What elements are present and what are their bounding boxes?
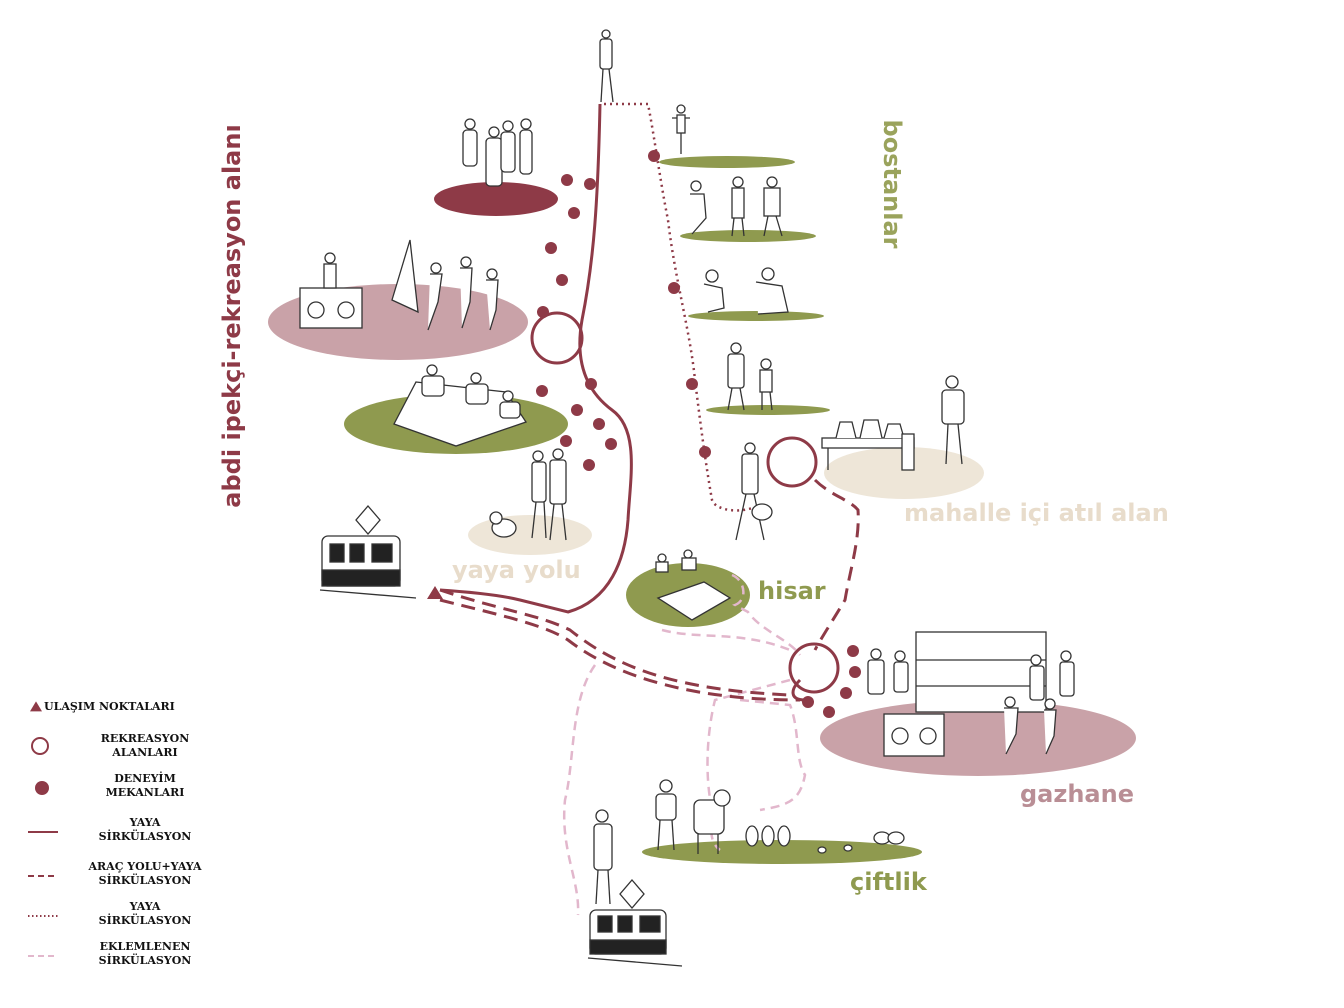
legend-label: DENEYİM [114, 772, 176, 785]
legend-label: YAYA [129, 900, 161, 913]
legend-label: REKREASYON [100, 732, 190, 745]
legend-label-2: SİRKÜLASYON [98, 874, 192, 887]
picnic-figures [393, 364, 528, 447]
solid-line-icon [28, 831, 58, 833]
dotted-circulation [604, 102, 761, 512]
bostan-ellipse-2 [680, 230, 816, 242]
triangle-icon [30, 701, 42, 712]
sketch-figures [299, 29, 1075, 967]
legend-label: EKLEMLENEN [99, 940, 191, 953]
vehicle-pedestrian-circulation [439, 478, 860, 702]
legend-item-vehicle: ARAÇ YOLU+YAYA SİRKÜLASYON [22, 858, 222, 894]
walker-figure [599, 29, 614, 103]
label-gazhane: gazhane [1020, 780, 1134, 808]
legend-label-2: ALANLARI [112, 746, 178, 759]
bostan-ellipse-4 [706, 405, 830, 415]
legend-label-2: MEKANLARI [105, 786, 185, 799]
dotted-line-icon [28, 915, 58, 917]
label-abdi-ipekci: abdi ipekçi-rekreasyon alanı [218, 124, 246, 507]
dog-walker-figures [489, 448, 567, 541]
bostan-ellipse-1 [659, 156, 795, 168]
farm-figures [593, 779, 905, 905]
market-ellipse [824, 447, 984, 499]
legend-item-transport: ULAŞIM NOKTALARI [22, 690, 222, 726]
basket-walker-figure [735, 442, 773, 541]
legend-label-2: SİRKÜLASYON [98, 914, 192, 927]
gazhane-figures [867, 631, 1075, 757]
filled-circle-icon [35, 781, 49, 795]
legend-label-2: SİRKÜLASYON [98, 954, 192, 967]
hisar-figures [655, 549, 732, 621]
group-figures [462, 118, 533, 187]
label-bostanlar: bostanlar [878, 120, 906, 249]
label-yaya-yolu: yaya yolu [452, 556, 581, 584]
dashed-line-icon [28, 875, 58, 877]
label-ciftlik: çiftlik [850, 868, 928, 896]
transport-point-icon [427, 586, 443, 599]
tram-icon-2 [587, 879, 683, 967]
light-dashed-line-icon [28, 955, 58, 957]
legend-label-2: SİRKÜLASYON [98, 830, 192, 843]
recreation-circle-2 [766, 436, 818, 488]
crouching-figures [703, 267, 789, 315]
bostan-ellipse-3 [688, 311, 824, 321]
tram-icon [319, 505, 417, 599]
gardener-figures [690, 176, 783, 237]
main-circulation [439, 103, 633, 614]
label-mahalle: mahalle içi atıl alan [904, 499, 1169, 527]
legend-item-pedestrian-dotted: YAYA SİRKÜLASYON [22, 898, 222, 934]
parent-child-figures [727, 342, 773, 411]
legend-item-recreation: REKREASYON ALANLARI [22, 730, 222, 766]
gazhane-connector [791, 678, 806, 702]
open-circle-icon [31, 737, 49, 755]
legend-label: ULAŞIM NOKTALARI [44, 700, 175, 713]
yaya-yolu-ellipse [468, 515, 592, 555]
recreation-circle-3 [788, 642, 840, 694]
gathering-ellipse [434, 182, 558, 216]
legend-label: YAYA [129, 816, 161, 829]
scarecrow-figure [672, 104, 690, 154]
legend-item-experience: DENEYİM MEKANLARI [22, 770, 222, 806]
recreation-circle-1 [530, 311, 584, 365]
market-stall [821, 375, 965, 471]
legend-label: ARAÇ YOLU+YAYA [88, 860, 202, 873]
concert-figures [299, 239, 499, 331]
experience-spots [536, 150, 861, 718]
legend-item-added: EKLEMLENEN SİRKÜLASYON [22, 940, 222, 976]
legend-item-pedestrian-solid: YAYA SİRKÜLASYON [22, 814, 222, 850]
label-hisar: hisar [758, 577, 826, 605]
ciftlik-ellipse [642, 840, 922, 864]
